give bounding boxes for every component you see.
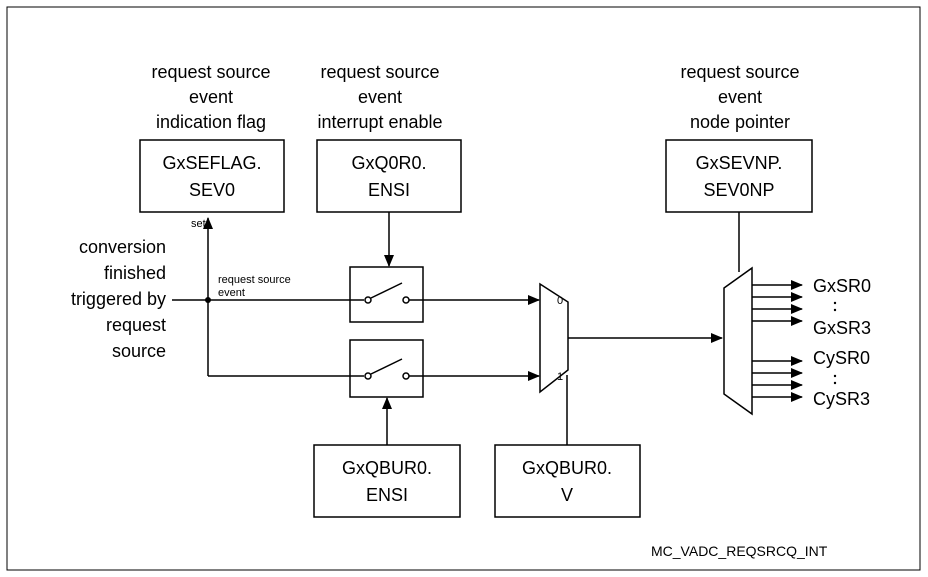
svg-text:SEV0: SEV0 [189,180,235,200]
mux-input-1: 1 [557,371,563,383]
svg-text:finished: finished [104,263,166,283]
svg-text:indication flag: indication flag [156,112,266,132]
output-gxsr0: GxSR0 [813,276,871,296]
output-arrows [752,280,803,402]
input-label: conversion finished triggered by request… [71,237,166,361]
heading-sev-flag: request source event indication flag [151,62,270,132]
mux-input-0: 0 [557,295,563,307]
svg-text:node pointer: node pointer [690,112,790,132]
svg-text:event: event [218,287,245,299]
switch-bottom [349,339,540,445]
event-label: request source event [218,274,291,299]
svg-text:source: source [112,341,166,361]
register-gxseflag-sev0: GxSEFLAG. SEV0 [139,139,285,213]
svg-text:GxQBUR0.: GxQBUR0. [342,458,432,478]
register-gxq0r0-ensi: GxQ0R0. ENSI [316,139,462,213]
register-gxsevnp-sev0np: GxSEVNP. SEV0NP [665,139,813,213]
svg-text:GxSEFLAG.: GxSEFLAG. [162,153,261,173]
diagram-frame [6,6,921,571]
input-wiring [172,217,350,377]
output-cysr0: CySR0 [813,348,870,368]
svg-text:SEV0NP: SEV0NP [703,180,774,200]
svg-text:interrupt enable: interrupt enable [317,112,442,132]
heading-interrupt-enable: request source event interrupt enable [317,62,442,132]
heading-node-pointer: request source event node pointer [680,62,799,132]
svg-text:ENSI: ENSI [368,180,410,200]
svg-text:request source: request source [320,62,439,82]
output-gxsr3: GxSR3 [813,318,871,338]
svg-text:request source: request source [151,62,270,82]
svg-text:conversion: conversion [79,237,166,257]
junction-dot [205,297,211,303]
figure-id: MC_VADC_REQSRCQ_INT [651,543,828,559]
svg-text:V: V [561,485,573,505]
switch-top [349,212,540,323]
svg-text:event: event [358,87,402,107]
svg-text:event: event [189,87,233,107]
multiplexer [539,282,723,445]
output-ellipsis [833,301,837,385]
svg-text:ENSI: ENSI [366,485,408,505]
register-gxqbur0-v: GxQBUR0. V [494,444,641,518]
demultiplexer [723,212,753,416]
set-label: set [191,218,206,230]
svg-text:request: request [106,315,166,335]
svg-text:request source: request source [218,274,291,286]
svg-text:request source: request source [680,62,799,82]
svg-text:GxSEVNP.: GxSEVNP. [696,153,783,173]
svg-text:triggered by: triggered by [71,289,166,309]
svg-text:GxQBUR0.: GxQBUR0. [522,458,612,478]
svg-text:event: event [718,87,762,107]
output-cysr3: CySR3 [813,389,870,409]
register-gxqbur0-ensi: GxQBUR0. ENSI [313,444,461,518]
svg-text:GxQ0R0.: GxQ0R0. [351,153,426,173]
